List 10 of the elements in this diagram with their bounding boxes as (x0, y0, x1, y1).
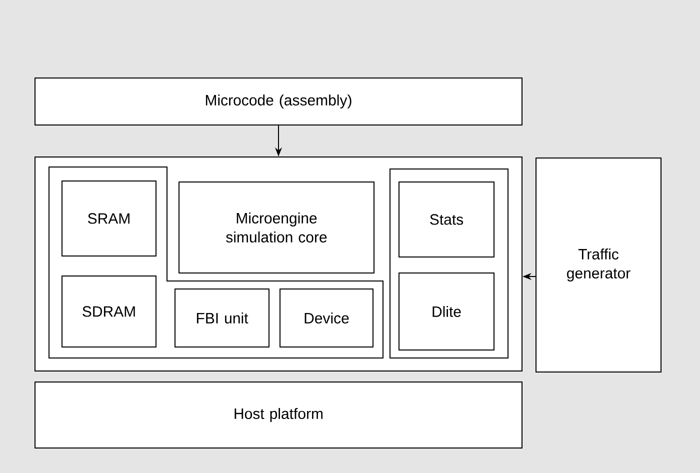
block-box: SRAM (62, 180, 156, 256)
block-box: FBI unit (174, 288, 270, 348)
block-box: Stats (398, 182, 494, 258)
block-box: Host platform (34, 382, 522, 448)
block-box: Device (280, 288, 374, 348)
block-box: Microengine simulation core (178, 182, 374, 274)
block-box: Dlite (398, 272, 494, 350)
block-box: SDRAM (62, 276, 156, 348)
block-box: Traffic generator (536, 158, 662, 372)
block-box: Microcode (assembly) (34, 78, 522, 126)
